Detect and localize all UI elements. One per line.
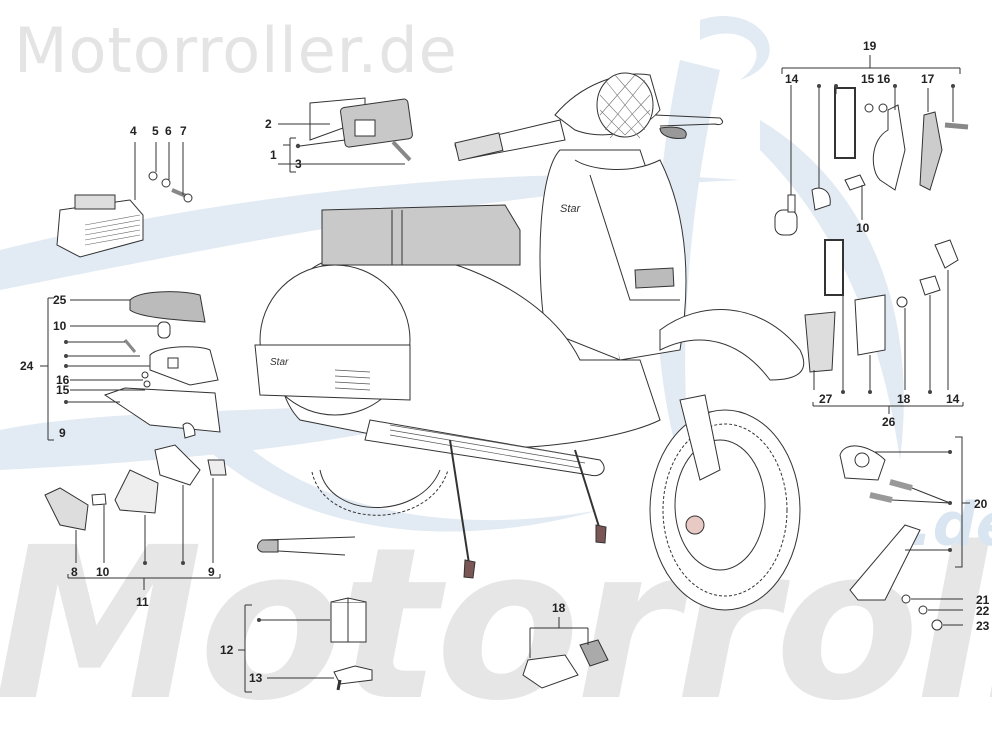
part-regulator — [56, 194, 144, 258]
callout-19: 19 — [863, 39, 877, 53]
callout-15: 15 — [56, 383, 70, 397]
callout-22: 22 — [976, 604, 990, 618]
callout-15-top: 15 — [861, 72, 875, 86]
callout-27: 27 — [819, 392, 833, 406]
callout-3: 3 — [295, 157, 302, 171]
parts-group-20 — [839, 445, 943, 631]
callout-2: 2 — [265, 117, 272, 131]
parts-group-11 — [44, 444, 227, 531]
callout-16-top: 16 — [877, 72, 891, 86]
callout-26: 26 — [882, 415, 896, 429]
callout-10-lower: 10 — [96, 565, 110, 579]
part-switch-assembly — [309, 97, 413, 162]
callout-18-bottom: 18 — [552, 601, 566, 615]
callout-dots — [64, 84, 955, 622]
callout-13: 13 — [249, 671, 263, 685]
callout-23: 23 — [976, 619, 990, 633]
scooter-badge: Star — [560, 203, 582, 215]
callout-25: 25 — [53, 293, 67, 307]
callout-21: 21 — [976, 593, 990, 607]
callout-24: 24 — [20, 359, 34, 373]
callout-10: 10 — [53, 319, 67, 333]
callout-12: 12 — [220, 643, 234, 657]
parts-5-6-7 — [148, 171, 193, 203]
parts-group-18 — [522, 639, 609, 689]
callout-9: 9 — [59, 426, 66, 440]
callout-1: 1 — [270, 148, 277, 162]
callout-6: 6 — [165, 124, 172, 138]
callout-17: 17 — [921, 72, 935, 86]
callout-14-right: 14 — [946, 392, 960, 406]
callout-10-right: 10 — [856, 221, 870, 235]
callout-14-top: 14 — [785, 72, 799, 86]
parts-group-26 — [804, 239, 959, 373]
callout-11: 11 — [136, 595, 149, 609]
callout-4: 4 — [130, 124, 137, 138]
svg-text:Star: Star — [270, 357, 289, 368]
parts-group-12 — [330, 597, 373, 691]
parts-group-19 — [774, 87, 969, 236]
callout-8: 8 — [71, 565, 78, 579]
scooter-illustration: Star Star — [254, 72, 805, 611]
callout-5: 5 — [152, 124, 159, 138]
callout-16: 16 — [56, 373, 70, 387]
parts-group-24 — [103, 291, 221, 439]
callout-18-right: 18 — [897, 392, 911, 406]
parts-diagram: Star Star — [0, 15, 970, 693]
callout-9-lower: 9 — [208, 565, 215, 579]
callout-lines — [40, 55, 970, 693]
watermark-top: Motorroller.de — [14, 14, 458, 87]
callout-20: 20 — [974, 497, 988, 511]
callout-7: 7 — [180, 124, 187, 138]
